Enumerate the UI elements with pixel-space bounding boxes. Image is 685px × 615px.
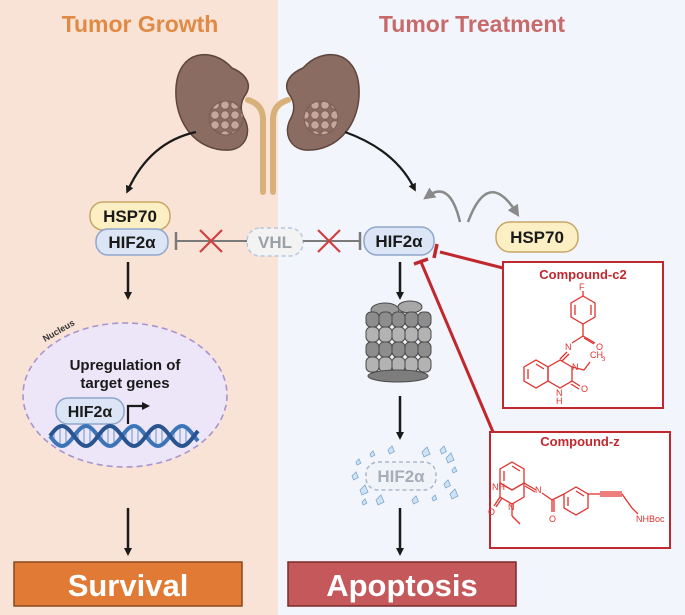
svg-text:F: F xyxy=(579,282,585,292)
svg-text:3: 3 xyxy=(602,357,606,363)
dna-icon xyxy=(48,423,200,449)
hsp70-right-label: HSP70 xyxy=(510,228,564,247)
hif2a-nucleus-label: HIF2α xyxy=(68,404,113,421)
growth-title: Tumor Growth xyxy=(62,11,219,37)
svg-text:N: N xyxy=(535,485,542,495)
proteasome-icon xyxy=(365,300,432,383)
svg-text:CH: CH xyxy=(590,350,603,360)
inhibit-c2-line xyxy=(439,250,504,270)
transcription-arrow-icon xyxy=(126,402,150,424)
svg-text:O: O xyxy=(596,342,603,352)
vhl-label: VHL xyxy=(258,233,292,252)
svg-text:N: N xyxy=(556,388,563,398)
hif2a-left: HIF2α xyxy=(95,228,169,256)
hsp70-right: HSP70 xyxy=(495,221,579,253)
kidney-right-icon xyxy=(285,53,360,151)
survival-box: Survival xyxy=(13,561,243,607)
compound-z-structure xyxy=(493,461,639,525)
apoptosis-label: Apoptosis xyxy=(326,568,478,603)
nucleus xyxy=(22,322,228,468)
compound-z-box: Compound-z xyxy=(488,431,671,549)
svg-text:O: O xyxy=(581,384,588,394)
apoptosis-box: Apoptosis xyxy=(287,561,517,607)
hif2a-right-label: HIF2α xyxy=(375,232,423,251)
hif2a-right: HIF2α xyxy=(363,226,435,256)
compound-c2-structure xyxy=(523,291,596,390)
hsp70-left-label: HSP70 xyxy=(103,207,157,226)
compound-c2-atoms: F O N N CH 3 N H O xyxy=(556,282,606,406)
svg-text:NH: NH xyxy=(492,482,505,492)
svg-text:N: N xyxy=(565,342,572,352)
compound-z-atoms: NH N N O O NHBoc xyxy=(488,482,665,524)
svg-text:H: H xyxy=(556,396,563,406)
arrow-kidney-to-hif2a xyxy=(344,130,416,192)
svg-text:N: N xyxy=(572,362,579,372)
upregulation-line1: Upregulation of xyxy=(70,357,182,374)
upregulation-line2: target genes xyxy=(80,375,169,392)
arrow-kidney-to-hsp70 xyxy=(126,130,197,194)
cross-left-icon xyxy=(199,229,223,253)
hsp70-left: HSP70 xyxy=(89,201,171,231)
kidney-left-icon xyxy=(175,53,250,151)
compound-c2-title: Compound-c2 xyxy=(539,267,626,282)
inhibit-z-line xyxy=(419,261,495,433)
hif2a-left-label: HIF2α xyxy=(108,233,156,252)
arrow-hsp70-dissociate xyxy=(466,191,520,223)
survival-label: Survival xyxy=(68,568,189,603)
compound-c2-box: Compound-c2 xyxy=(502,261,664,409)
compound-z-title: Compound-z xyxy=(540,434,620,449)
svg-text:O: O xyxy=(488,507,495,517)
svg-text:N: N xyxy=(508,502,515,512)
inhibit-c2-bar xyxy=(432,243,439,259)
degraded-hif2a: HIF2α xyxy=(365,461,437,491)
arrow-hsp70-release xyxy=(423,187,462,223)
hif2a-nucleus: HIF2α xyxy=(55,397,125,425)
svg-text:NHBoc: NHBoc xyxy=(636,514,665,524)
degraded-hif2a-label: HIF2α xyxy=(377,467,425,486)
ureter-left xyxy=(245,97,266,195)
svg-text:O: O xyxy=(549,514,556,524)
treatment-title: Tumor Treatment xyxy=(379,11,565,37)
fragments-icon xyxy=(351,445,459,506)
ureter-right xyxy=(270,97,291,195)
inhibit-z-bar xyxy=(413,257,429,266)
cross-right-icon xyxy=(317,229,341,253)
vhl-node: VHL xyxy=(246,227,304,257)
